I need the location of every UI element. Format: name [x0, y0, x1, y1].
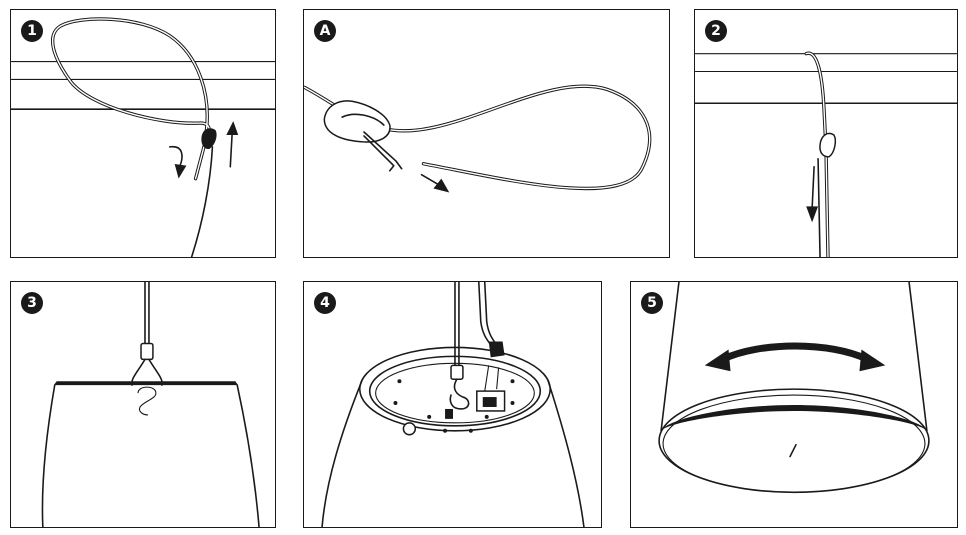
pendant-speaker-body: [660, 282, 928, 432]
step-badge: 4: [314, 292, 336, 314]
bottom-slot: [789, 443, 797, 458]
step-1-panel: 1: [10, 9, 276, 258]
ceiling-beam: [11, 61, 275, 110]
step-3-panel: 3: [10, 281, 276, 528]
cable-gripper: [819, 132, 836, 158]
pull-arrow-icon: [420, 173, 450, 193]
step-2-panel: 2: [694, 9, 958, 258]
hanging-hook: [137, 386, 157, 416]
step-a-panel: A: [303, 9, 670, 258]
step-badge: 2: [705, 20, 727, 42]
suspension-cable: [454, 282, 460, 371]
wire-connector-icon: [488, 341, 505, 358]
step-2-illustration: [695, 51, 957, 257]
step-3-illustration: [41, 282, 260, 527]
step-5-illustration: [658, 282, 930, 494]
cable-gripper: [201, 128, 217, 150]
pendant-speaker-body: [41, 384, 260, 527]
hook-bracket: [445, 408, 453, 419]
ceiling-beam: [695, 53, 957, 105]
step-5-panel: 5: [630, 281, 958, 528]
step-1-illustration: [11, 17, 275, 257]
speaker-top-rim: [53, 381, 239, 386]
step-badge: A: [314, 20, 336, 42]
rotate-double-arrow-icon: [704, 342, 886, 372]
cable-gripper: [323, 100, 391, 143]
curved-arrow-down-icon: [168, 145, 187, 179]
step-badge: 5: [641, 292, 663, 314]
step-4-panel: 4: [303, 281, 602, 528]
pendant-speaker-body: [321, 380, 585, 527]
speaker-wire: [477, 282, 500, 349]
arrow-up-icon: [226, 121, 239, 168]
suspension-cable: [144, 282, 150, 349]
suspension-cable: [50, 17, 212, 181]
step-a-illustration: [304, 84, 652, 193]
hanging-hook: [449, 378, 470, 410]
curved-arrow-down-icon: [806, 165, 819, 223]
step-badge: 1: [21, 20, 43, 42]
cable-ferrule: [450, 364, 464, 380]
screw-icon: [402, 422, 417, 436]
step-badge: 3: [21, 292, 43, 314]
cable-ferrule: [140, 342, 154, 361]
step-4-illustration: [321, 282, 585, 527]
speaker-bottom-face: [662, 394, 926, 493]
